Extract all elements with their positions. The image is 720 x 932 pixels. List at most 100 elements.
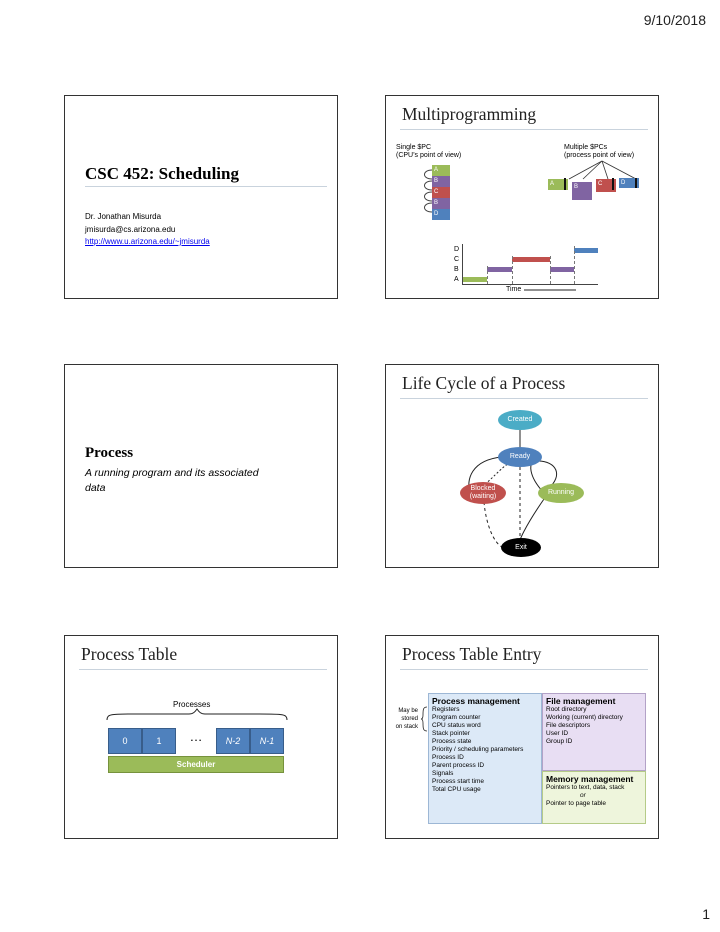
slide-title: CSC 452: Scheduling Dr. Jonathan Misurda… [64,95,338,299]
timeline-divider [574,246,575,284]
process-block-d: D [619,178,639,188]
process-management-panel: Process management Registers Program cou… [428,693,542,824]
multi-pc-label-1: Multiple $PCs [564,144,608,151]
slide-2-title: Multiprogramming [402,104,537,124]
state-blocked-line-2: (waiting) [469,493,497,500]
may-be-stored-line-3: on stack [395,724,418,730]
time-label: Time [506,286,522,293]
timeline-label-a: A [454,276,459,283]
timeline-bar-b-2 [550,267,574,272]
title-rule [400,129,648,130]
timeline-y-axis [462,244,463,284]
timeline-divider [487,266,488,284]
title-rule [400,669,648,670]
fm-item: Working (current) directory [546,714,623,721]
timeline-bar-c [512,257,550,262]
pm-item: Parent process ID [432,762,485,769]
pc-marker-d [635,178,637,188]
state-exit: Exit [501,538,541,557]
title-rule [400,398,648,399]
slide-1-title: CSC 452: Scheduling [85,164,239,183]
slide-multiprogramming: Multiprogramming Single $PC (CPU’s point… [385,95,659,299]
timeline-bar-a [463,277,487,282]
state-blocked-line-1: Blocked [470,485,496,492]
process-cell-n-2: N-2 [216,728,250,754]
pm-item: Process state [432,738,472,745]
time-arrow-icon [524,289,576,291]
author-website-link[interactable]: http://www.u.arizona.edu/~jmisurda [85,237,210,246]
timeline-bar-b [487,267,512,272]
stack-block-c: C [432,187,450,198]
process-management-title: Process management [432,696,520,706]
slide-life-cycle: Life Cycle of a Process Created Ready Bl… [385,364,659,568]
author-name: Dr. Jonathan Misurda [85,212,162,221]
timeline-x-axis [462,284,598,285]
process-description-1: A running program and its associated [85,467,259,479]
state-ready: Ready [498,447,542,467]
multi-pc-lines [568,160,637,180]
slide-process: Process A running program and its associ… [64,364,338,568]
page-date: 9/10/2018 [643,12,706,28]
slide-4-title: Life Cycle of a Process [402,373,566,393]
mm-item: Pointer to page table [546,800,606,807]
fm-item: User ID [546,730,569,737]
file-management-title: File management [546,696,616,706]
slide-process-table: Process Table Processes 0 1 … N-2 N-1 Sc… [64,635,338,839]
single-pc-label-1: Single $PC [396,144,432,151]
pm-item: CPU status word [432,722,481,729]
fm-item: File descriptors [546,722,591,729]
process-heading: Process [85,445,134,461]
pm-item: Stack pointer [432,730,470,737]
stack-arrows [424,169,433,213]
fm-item: Root directory [546,706,587,713]
timeline-divider [512,256,513,284]
process-block-c: C [596,179,616,192]
process-cell-1: 1 [142,728,176,754]
pc-marker-c [612,178,614,190]
memory-management-title: Memory management [546,774,634,784]
processes-label: Processes [173,700,211,709]
state-blocked: Blocked (waiting) [460,482,506,504]
pm-item: Priority / scheduling parameters [432,746,524,753]
stack-block-d: D [432,209,450,220]
pm-item: Signals [432,770,454,777]
memory-management-panel: Memory management Pointers to text, data… [542,771,646,824]
scheduler-bar: Scheduler [108,756,284,773]
timeline-label-c: C [454,256,460,263]
pm-item: Process ID [432,754,464,761]
multi-pc-label-2: (process point of view) [564,152,635,159]
page-number: 1 [702,906,710,922]
process-cell-0: 0 [108,728,142,754]
timeline-bar-d [574,248,598,253]
slide-5-title: Process Table [81,644,178,664]
timeline-label-b: B [454,266,459,273]
single-pc-label-2: (CPU’s point of view) [396,152,462,159]
process-ellipsis: … [176,728,216,754]
stack-block-a: A [432,165,450,176]
stack-block-b-2: B [432,198,450,209]
fm-item: Group ID [546,738,573,745]
process-block-a: A [548,179,568,190]
state-created: Created [498,410,542,430]
may-be-stored-line-2: stored [401,716,418,722]
may-be-stored-line-1: May be [398,708,418,714]
slide-process-table-entry: Process Table Entry May be stored on sta… [385,635,659,839]
pm-item: Total CPU usage [432,786,481,793]
pm-item: Process start time [432,778,485,785]
processes-brace [106,708,288,721]
title-rule [79,669,327,670]
process-cell-n-1: N-1 [250,728,284,754]
state-running: Running [538,483,584,503]
pc-marker-a [564,178,566,190]
mm-item-or: or [580,792,586,799]
timeline-label-d: D [454,246,460,253]
pm-item: Registers [432,706,460,713]
process-block-b: B [572,182,592,200]
title-rule [85,186,327,187]
stack-brace [420,706,428,732]
author-email: jmisurda@cs.arizona.edu [85,225,176,234]
process-description-2: data [85,482,106,494]
pm-item: Program counter [432,714,481,721]
slide-6-title: Process Table Entry [402,644,542,664]
stack-block-b: B [432,176,450,187]
